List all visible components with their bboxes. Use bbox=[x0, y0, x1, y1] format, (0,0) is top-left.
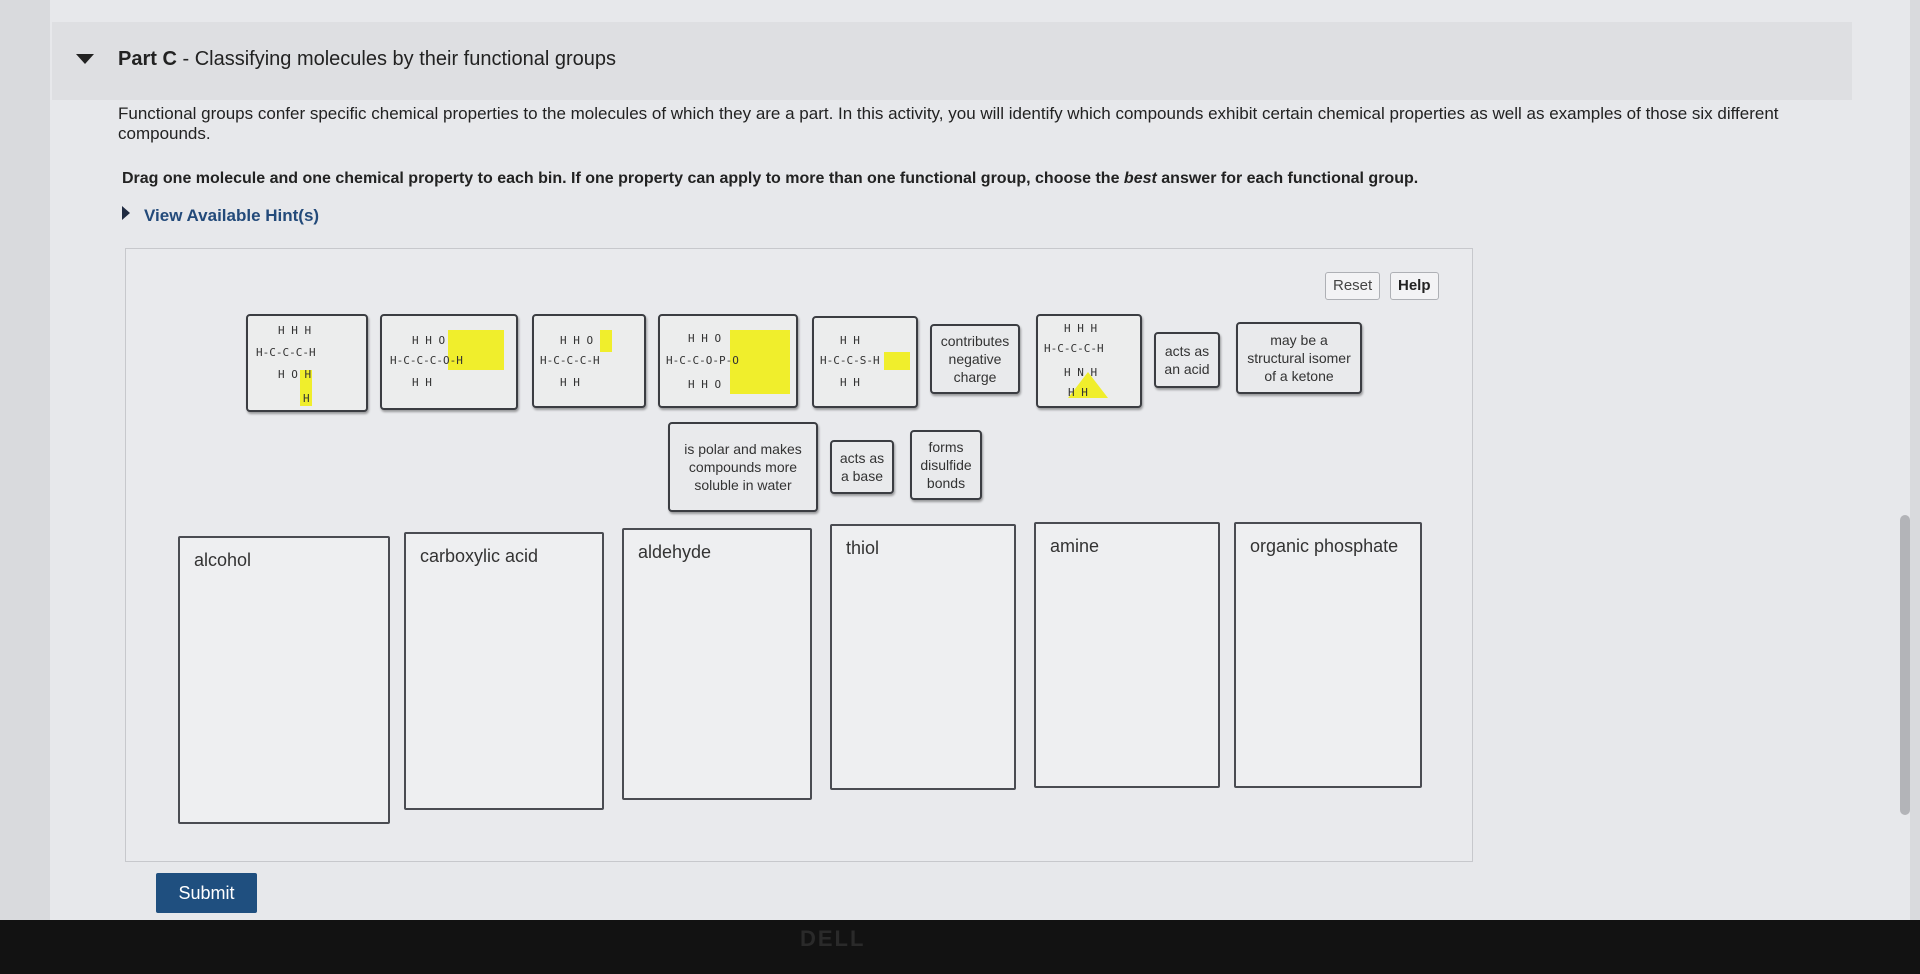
part-label: Part C bbox=[118, 48, 177, 70]
dell-logo: DELL bbox=[800, 926, 866, 951]
amine-nitrogen-h: H H bbox=[1068, 386, 1088, 399]
page-scrollbar[interactable] bbox=[1900, 515, 1910, 815]
property-text: acts as an acid bbox=[1164, 343, 1210, 377]
instruction-after: answer for each functional group. bbox=[1156, 170, 1419, 187]
molecule-card-phosphate[interactable]: H H O H-C-C-O-P-O H H O bbox=[658, 314, 798, 408]
bin-label: aldehyde bbox=[638, 542, 712, 562]
aldehyde-top-atoms: H H O bbox=[560, 334, 593, 347]
reset-button[interactable]: Reset bbox=[1325, 272, 1381, 300]
property-text: forms disulfide bonds bbox=[920, 439, 972, 491]
property-card-disulfide[interactable]: forms disulfide bonds bbox=[910, 430, 982, 500]
property-card-acid[interactable]: acts as an acid bbox=[1154, 332, 1220, 388]
bin-label: thiol bbox=[846, 538, 880, 558]
property-card-isomer[interactable]: may be a structural isomer of a ketone bbox=[1236, 322, 1362, 394]
phosphate-top-atoms: H H O bbox=[688, 332, 721, 345]
amine-structure: H H H H-C-C-C-H H N H H H bbox=[1044, 322, 1108, 399]
alcohol-bottom-atoms: H O H bbox=[278, 368, 311, 381]
help-button[interactable]: Help bbox=[1390, 272, 1439, 300]
molecule-card-thiol[interactable]: H H H-C-C-S-H H H bbox=[812, 316, 918, 408]
alcohol-hydroxyl-h: H bbox=[303, 392, 310, 405]
molecule-card-amine[interactable]: H H H H-C-C-C-H H N H H H bbox=[1036, 314, 1142, 408]
view-hints-link[interactable]: View Available Hint(s) bbox=[122, 206, 319, 226]
aldehyde-structure: H H O H-C-C-C-H H H bbox=[540, 330, 612, 389]
bin-alcohol[interactable]: alcohol bbox=[178, 536, 390, 824]
instruction-paragraph: Drag one molecule and one chemical prope… bbox=[122, 170, 1782, 188]
part-separator: - bbox=[176, 48, 195, 70]
phosphate-bottom-atoms: H H O bbox=[688, 378, 721, 391]
property-text: is polar and makes compounds more solubl… bbox=[684, 441, 802, 493]
bin-label: alcohol bbox=[194, 550, 252, 570]
alcohol-top-atoms: H H H bbox=[278, 324, 311, 337]
property-card-negative-charge[interactable]: contributes negative charge bbox=[930, 324, 1020, 394]
amine-bottom-atoms: H N H bbox=[1064, 366, 1097, 379]
amine-top-atoms: H H H bbox=[1064, 322, 1097, 335]
bin-label: organic phosphate bbox=[1250, 536, 1399, 556]
carboxylic-top-atoms: H H O bbox=[412, 334, 445, 347]
property-card-polar[interactable]: is polar and makes compounds more solubl… bbox=[668, 422, 818, 512]
aldehyde-main-chain: H-C-C-C-H bbox=[540, 354, 600, 367]
aldehyde-bottom-atoms: H H bbox=[560, 376, 580, 389]
instruction-before: Drag one molecule and one chemical prope… bbox=[122, 170, 1124, 187]
molecule-card-alcohol[interactable]: H H H H-C-C-C-H H O H H bbox=[246, 314, 368, 412]
thiol-main-chain: H-C-C-S-H bbox=[820, 354, 880, 367]
property-text: contributes negative charge bbox=[940, 333, 1010, 385]
alcohol-main-chain: H-C-C-C-H bbox=[256, 346, 316, 359]
bin-label: amine bbox=[1050, 536, 1100, 556]
instruction-emphasis: best bbox=[1123, 170, 1157, 187]
bin-amine[interactable]: amine bbox=[1034, 522, 1220, 788]
intro-paragraph: Functional groups confer specific chemic… bbox=[118, 104, 1779, 143]
phosphate-main-chain: H-C-C-O-P-O bbox=[666, 354, 739, 367]
property-text: may be a structural isomer of a ketone bbox=[1247, 332, 1351, 384]
carboxylic-bottom-atoms: H H bbox=[412, 376, 432, 389]
thiol-bottom-atoms: H H bbox=[840, 376, 860, 389]
property-text: acts as a base bbox=[839, 450, 885, 484]
thiol-structure: H H H-C-C-S-H H H bbox=[820, 334, 910, 389]
monitor-bezel: DELL bbox=[0, 920, 1920, 974]
bin-aldehyde[interactable]: aldehyde bbox=[622, 528, 812, 800]
carboxylic-main-chain: H-C-C-C-O-H bbox=[390, 354, 463, 367]
hint-label: View Available Hint(s) bbox=[144, 206, 320, 225]
bin-carboxylic-acid[interactable]: carboxylic acid bbox=[404, 532, 604, 810]
carboxylic-structure: H H O H-C-C-C-O-H H H bbox=[390, 330, 504, 389]
molecule-card-aldehyde[interactable]: H H O H-C-C-C-H H H bbox=[532, 314, 646, 408]
molecule-card-carboxylic[interactable]: H H O H-C-C-C-O-H H H bbox=[380, 314, 518, 410]
bin-thiol[interactable]: thiol bbox=[830, 524, 1016, 790]
property-card-base[interactable]: acts as a base bbox=[830, 440, 894, 494]
part-title-text: Classifying molecules by their functiona… bbox=[194, 48, 617, 70]
thiol-top-atoms: H H bbox=[840, 334, 860, 347]
part-title: Part C - Classifying molecules by their … bbox=[118, 48, 616, 71]
part-header[interactable]: Part C - Classifying molecules by their … bbox=[52, 22, 1852, 100]
collapse-caret-icon[interactable] bbox=[76, 54, 94, 64]
bin-label: carboxylic acid bbox=[420, 546, 539, 566]
phosphate-structure: H H O H-C-C-O-P-O H H O bbox=[666, 330, 790, 394]
amine-main-chain: H-C-C-C-H bbox=[1044, 342, 1104, 355]
bin-organic-phosphate[interactable]: organic phosphate bbox=[1234, 522, 1422, 788]
submit-button[interactable]: Submit bbox=[156, 873, 257, 913]
alcohol-structure: H H H H-C-C-C-H H O H H bbox=[256, 324, 316, 406]
caret-right-icon bbox=[122, 206, 130, 220]
